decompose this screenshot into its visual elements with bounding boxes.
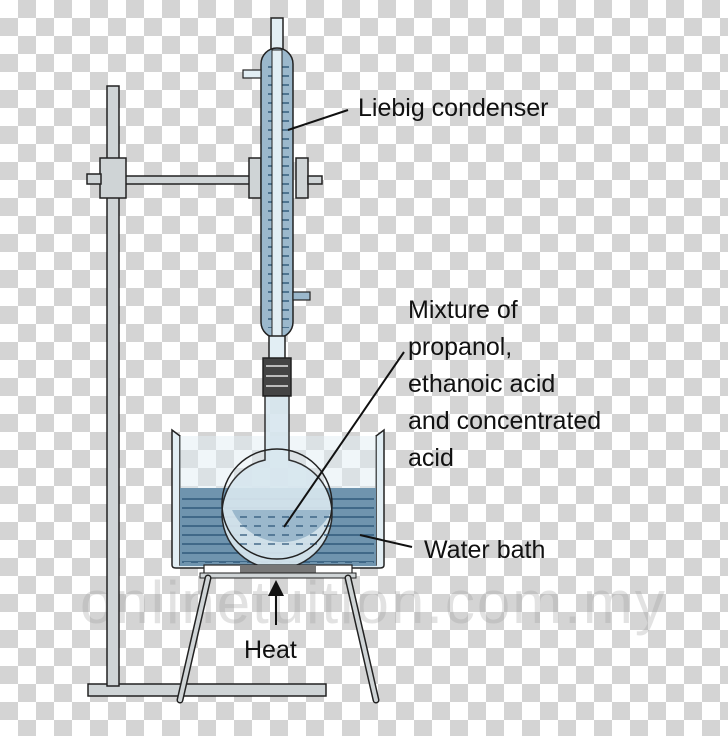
clamp-jaw-left [248,157,262,199]
mixture-label-line-3: ethanoic acid [408,370,556,398]
condenser-label: Liebig condenser [358,94,549,122]
mixture-label-line-5: acid [408,444,454,472]
heat-arrow [268,580,284,625]
water-bath-pointer-line [359,534,413,548]
water-bath-label: Water bath [424,536,546,564]
water-inlet [242,69,262,79]
condenser-inner-tube [271,49,283,347]
mixture-label-line-2: propanol, [408,333,513,361]
wire-gauze [199,564,357,579]
mixture-label-line-4: and concentrated [408,407,602,435]
round-bottom-flask [221,395,333,570]
mixture-label-line-1: Mixture of [408,296,518,324]
clamp-screw [307,175,323,185]
stand-base [87,683,327,697]
boss-head [99,157,127,199]
condenser-pointer-line [287,109,349,131]
heat-label: Heat [244,636,297,664]
clamp-arm [118,175,270,185]
liebig-condenser [242,17,311,363]
stand-rod [106,85,120,687]
rubber-stopper [262,357,292,397]
watermark: onlinetuition.com.my [80,569,667,636]
retort-stand [86,85,327,697]
clamp-jaw-right [295,157,309,199]
beaker-body [171,428,385,569]
tripod [176,574,380,704]
boss-screw [86,173,102,185]
water-outlet [292,291,311,301]
mixture-pointer-line [283,351,405,528]
